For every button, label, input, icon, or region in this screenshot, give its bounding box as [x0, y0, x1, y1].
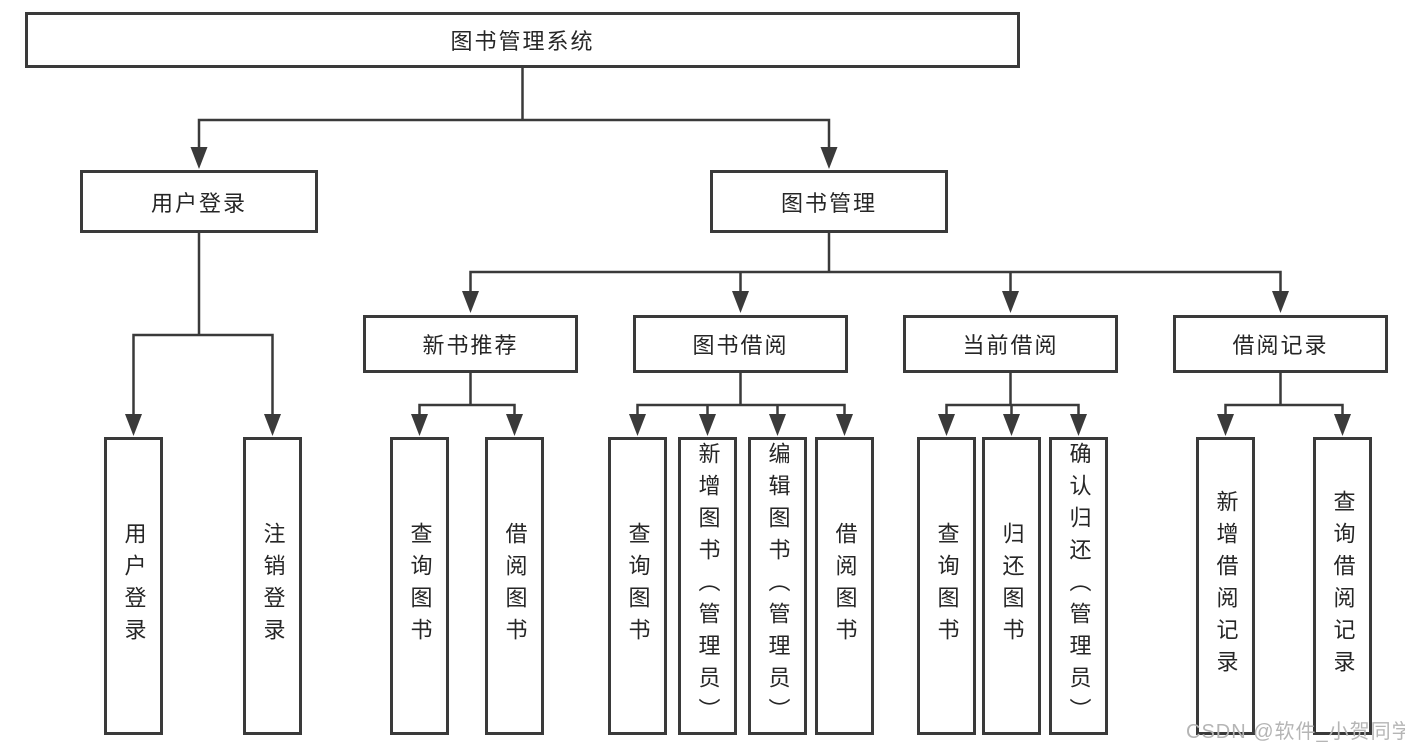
- leaf-query-books: 查询图书: [390, 437, 449, 735]
- node-current-borrowing: 当前借阅: [903, 315, 1118, 373]
- node-label: 图书管理系统: [450, 29, 595, 54]
- node-label: 用户登录: [150, 190, 247, 216]
- node-label: 归还图书: [999, 522, 1025, 650]
- node-user-login: 用户登录: [80, 170, 318, 233]
- node-new-book-recommend: 新书推荐: [363, 315, 578, 373]
- leaf-borrow-books: 借阅图书: [485, 437, 544, 735]
- leaf-return-books: 归还图书: [982, 437, 1041, 735]
- node-label: 查询图书: [934, 522, 960, 650]
- leaf-add-books-admin: 新增图书（管理员）: [678, 437, 737, 735]
- leaf-query-books: 查询图书: [608, 437, 667, 735]
- node-book-borrowing: 图书借阅: [633, 315, 848, 373]
- leaf-edit-books-admin: 编辑图书（管理员）: [748, 437, 807, 735]
- node-label: 用户登录: [121, 522, 147, 650]
- node-label: 新增图书（管理员）: [695, 442, 721, 730]
- leaf-confirm-return-admin: 确认归还（管理员）: [1049, 437, 1108, 735]
- node-book-management: 图书管理: [710, 170, 948, 233]
- leaf-query-borrow-record: 查询借阅记录: [1313, 437, 1372, 735]
- node-library-management-system: 图书管理系统: [25, 12, 1020, 68]
- node-label: 借阅图书: [832, 522, 858, 650]
- node-label: 新书推荐: [422, 333, 519, 358]
- leaf-borrow-books: 借阅图书: [815, 437, 874, 735]
- node-label: 查询图书: [625, 522, 651, 650]
- node-label: 图书管理: [780, 190, 877, 216]
- node-label: 图书借阅: [692, 333, 789, 358]
- leaf-add-borrow-record: 新增借阅记录: [1196, 437, 1255, 735]
- node-label: 当前借阅: [962, 333, 1059, 358]
- node-label: 查询图书: [407, 522, 433, 650]
- node-label: 编辑图书（管理员）: [765, 442, 791, 730]
- leaf-query-books: 查询图书: [917, 437, 976, 735]
- node-label: 借阅记录: [1232, 333, 1329, 358]
- watermark: CSDN @软件_小贺同学: [1186, 721, 1405, 743]
- node-label: 查询借阅记录: [1330, 490, 1356, 682]
- leaf-logout: 注销登录: [243, 437, 302, 735]
- node-borrowing-records: 借阅记录: [1173, 315, 1388, 373]
- node-label: 借阅图书: [502, 522, 528, 650]
- node-label: 新增借阅记录: [1213, 490, 1239, 682]
- leaf-user-login: 用户登录: [104, 437, 163, 735]
- node-label: 注销登录: [260, 522, 286, 650]
- node-label: 确认归还（管理员）: [1066, 442, 1092, 730]
